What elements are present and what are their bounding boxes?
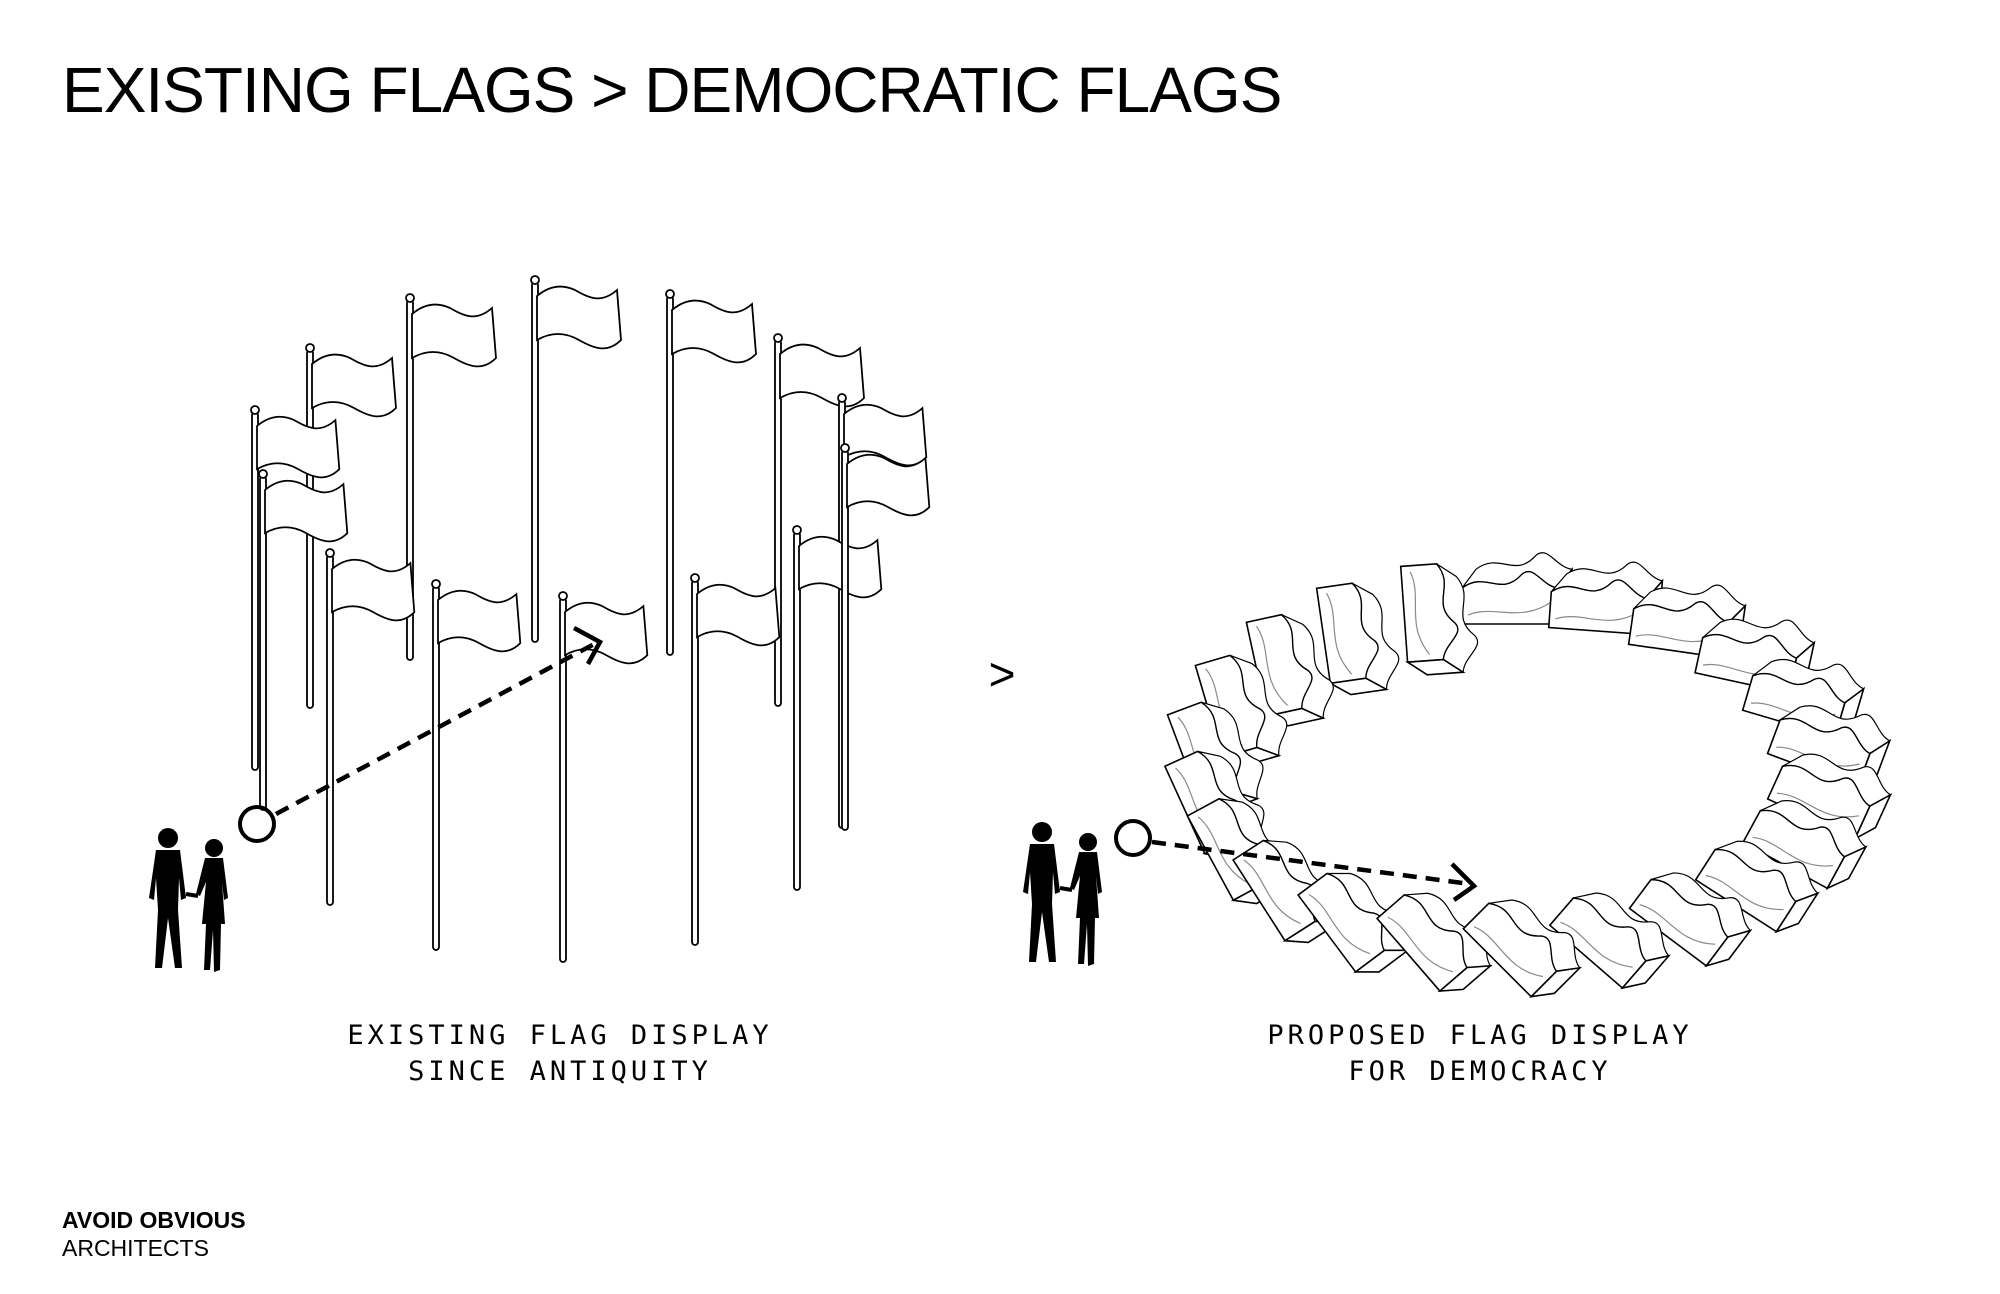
- flag-block: [1741, 800, 1868, 891]
- flagpole: [690, 573, 781, 946]
- left-eye-circle: [238, 805, 276, 843]
- flagpole: [773, 333, 865, 707]
- left-caption: EXISTING FLAG DISPLAY SINCE ANTIQUITY: [330, 1018, 790, 1090]
- right-caption-line2: FOR DEMOCRACY: [1348, 1056, 1612, 1087]
- flag-block: [1375, 892, 1493, 993]
- flag-block: [1462, 899, 1583, 998]
- right-eye-circle: [1114, 819, 1152, 857]
- left-arrowhead: [572, 626, 604, 666]
- right-caption: PROPOSED FLAG DISPLAY FOR DEMOCRACY: [1250, 1018, 1710, 1090]
- flag-block: [1548, 892, 1671, 990]
- right-arrowhead: [1450, 862, 1478, 902]
- flag-block: [1315, 582, 1400, 696]
- flag-block: [1694, 840, 1820, 934]
- right-caption-line1: PROPOSED FLAG DISPLAY: [1267, 1020, 1693, 1051]
- existing-flag-grid: [250, 275, 931, 963]
- right-people-silhouette: [1021, 820, 1104, 968]
- flag-block: [1628, 872, 1753, 968]
- flag-block: [1399, 563, 1479, 676]
- brand-block: AVOID OBVIOUS ARCHITECTS: [62, 1206, 246, 1262]
- left-sightline: [238, 626, 604, 843]
- left-people-silhouette: [147, 826, 230, 974]
- right-sightline: [1114, 819, 1478, 902]
- democratic-flag-ring: [1163, 552, 1893, 998]
- flagpole: [558, 591, 649, 963]
- flagpole: [665, 289, 757, 656]
- left-caption-line2: SINCE ANTIQUITY: [408, 1056, 712, 1087]
- flagpole: [250, 405, 341, 771]
- flagpole: [258, 469, 349, 811]
- flagpole: [325, 548, 416, 906]
- right-sight-arrow: [1151, 839, 1471, 887]
- page-title: EXISTING FLAGS > DEMOCRATIC FLAGS: [62, 54, 1282, 126]
- left-caption-line1: EXISTING FLAG DISPLAY: [347, 1020, 773, 1051]
- flagpole: [530, 275, 622, 643]
- brand-subtitle: ARCHITECTS: [62, 1235, 209, 1261]
- brand-name: AVOID OBVIOUS: [62, 1207, 246, 1233]
- separator-symbol: >: [989, 648, 1016, 700]
- flagpole: [792, 525, 883, 891]
- flagpole: [431, 579, 522, 951]
- left-sight-arrow: [274, 640, 600, 816]
- flagpole: [840, 443, 931, 831]
